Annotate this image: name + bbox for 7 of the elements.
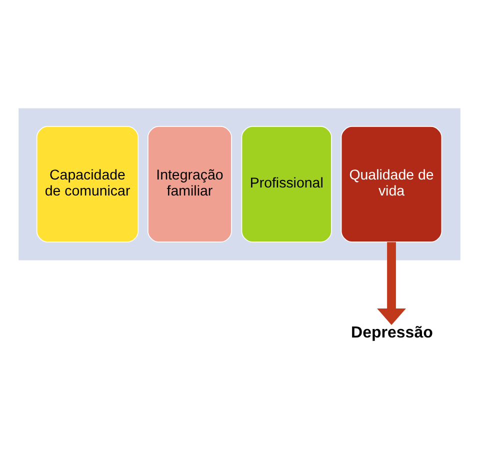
node-box: Profissional (241, 126, 332, 242)
arrow (377, 242, 406, 326)
node-box: Capacidade de comunicar (36, 126, 139, 242)
node-text: Depressão (351, 324, 433, 342)
node-box: Qualidade de vida (340, 126, 442, 242)
cluster (18, 108, 460, 260)
node-box: Integração familiar (148, 126, 232, 242)
